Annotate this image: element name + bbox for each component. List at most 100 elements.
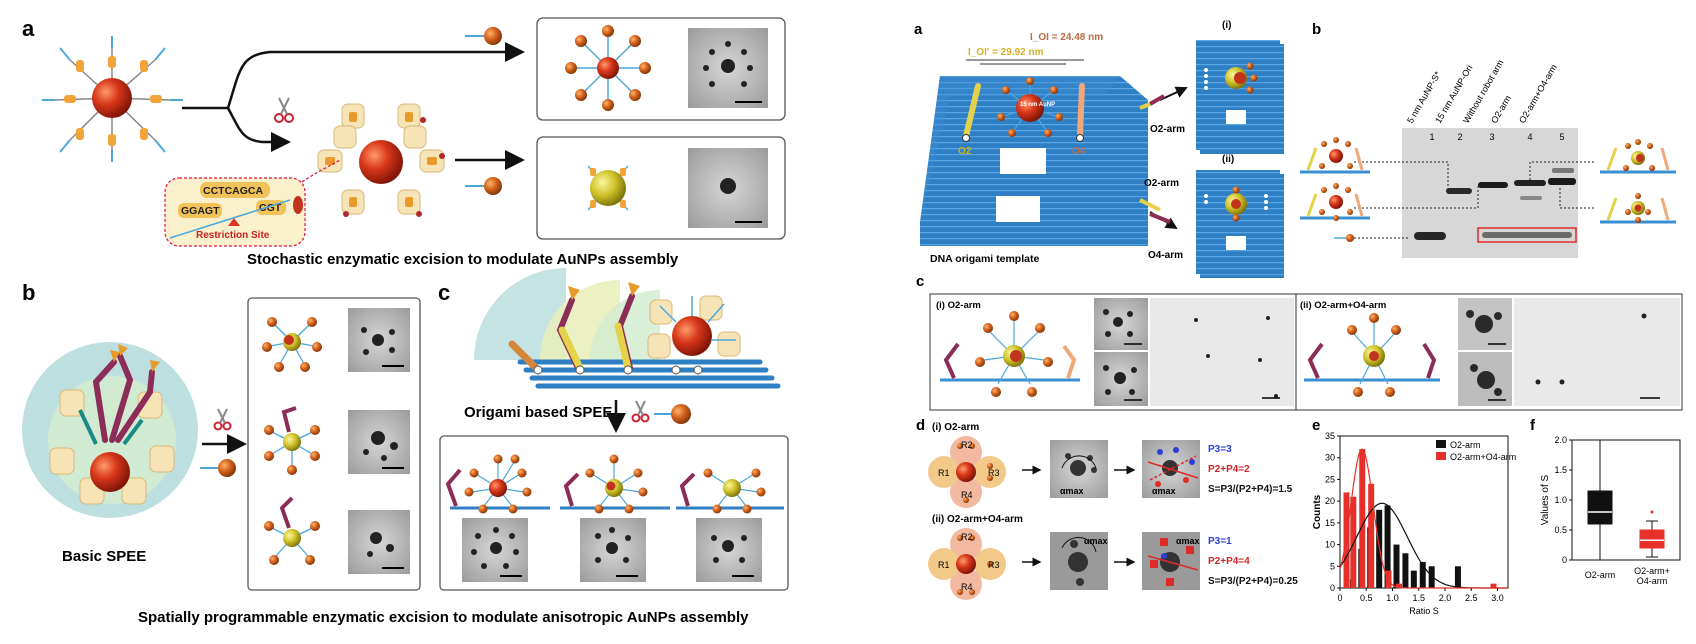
lane-num-1: 1 xyxy=(1429,132,1434,142)
amax-label-ii1: αmax xyxy=(1084,536,1108,546)
y-tick-label: 5 xyxy=(1330,561,1335,571)
region-diagram-i: R1 R2 R3 R4 xyxy=(928,436,1006,508)
amax-label-ii2: αmax xyxy=(1176,536,1200,546)
amax-label-i1: αmax xyxy=(1060,486,1084,496)
right-panel-e-letter: e xyxy=(1312,417,1320,434)
origami-spee-results-box xyxy=(439,435,789,591)
box xyxy=(1587,490,1613,525)
histogram-bar xyxy=(1454,566,1461,588)
p24-ii: P2+P4=4 xyxy=(1208,556,1250,567)
panel-c-i-label: (i) O2-arm xyxy=(936,300,981,311)
restriction-site-inset: CCTCAGCA GGAGT CGT Restriction Site xyxy=(164,177,306,247)
y-tick-label: 1.0 xyxy=(1554,495,1567,505)
y-tick-label: 1.5 xyxy=(1554,465,1567,475)
left-figure: a xyxy=(22,16,789,626)
sequence-left: GGAGT xyxy=(181,205,220,217)
basic-spee-label: Basic SPEE xyxy=(62,548,146,565)
r1-label-ii: R1 xyxy=(938,560,950,570)
released-np-a xyxy=(465,27,502,45)
panel-a-caption: Stochastic enzymatic excision to modulat… xyxy=(247,251,679,268)
y-axis-label: Values of S xyxy=(1540,474,1551,525)
r2-label-ii: R2 xyxy=(961,532,973,542)
y-tick-label: 25 xyxy=(1325,474,1335,484)
outlier-point xyxy=(1650,510,1654,514)
panel-d-ii-label: (ii) O2-arm+O4-arm xyxy=(932,514,1023,525)
histogram-bar xyxy=(1396,583,1402,588)
r4-label-i: R4 xyxy=(961,490,973,500)
scissors-icon-c xyxy=(631,400,650,423)
x-tick-label: 3.0 xyxy=(1491,593,1504,603)
y-tick-label: 10 xyxy=(1325,540,1335,550)
gel-left-schematics xyxy=(1300,137,1370,242)
histogram-bar xyxy=(1384,505,1391,588)
gel-lane-labels: 5 nm AuNP-S* 15 nm AuNP-Ori Without robo… xyxy=(1405,58,1559,125)
central-nanoparticle-a xyxy=(42,36,183,162)
scissors-icon-b xyxy=(213,408,232,431)
category-label: O2-arm xyxy=(1585,570,1616,580)
amax-label-i2: αmax xyxy=(1152,486,1176,496)
x-tick-label: 0 xyxy=(1337,593,1342,603)
right-figure: a 15 nm AuNP I_OI = 24.48 nm I_OI' = 29.… xyxy=(914,20,1683,616)
right-panel-d-letter: d xyxy=(916,417,925,434)
ioi-label: I_OI = 24.48 nm xyxy=(1030,32,1103,43)
y-tick-label: 2.0 xyxy=(1554,435,1567,445)
released-np-a2 xyxy=(465,177,502,195)
r3-label-ii: R3 xyxy=(988,560,1000,570)
p3-ii: P3=1 xyxy=(1208,536,1232,547)
result-box-top xyxy=(536,17,786,121)
np-label: 15 nm AuNP xyxy=(1020,102,1055,108)
right-panel-a-letter: a xyxy=(914,21,923,38)
r1-label-i: R1 xyxy=(938,468,950,478)
scissors-icon xyxy=(274,97,294,123)
basic-spee-diagram xyxy=(22,342,198,518)
y-tick-label: 0 xyxy=(1330,583,1335,593)
gel-image: 1 2 3 4 5 xyxy=(1402,128,1578,258)
arm-label-3: O4-arm xyxy=(1148,250,1183,261)
dna-origami-template: 15 nm AuNP I_OI = 24.48 nm I_OI' = 29.92… xyxy=(920,32,1148,246)
lane-label-5: O2-arm+O4-arm xyxy=(1517,63,1559,125)
histogram-bar xyxy=(1410,570,1417,588)
y-tick-label: 15 xyxy=(1325,518,1335,528)
histogram-bar xyxy=(1419,561,1426,588)
legend-swatch xyxy=(1436,440,1446,448)
box xyxy=(1639,529,1665,549)
enzyme-complex-a xyxy=(317,103,445,217)
x-tick-label: 2.5 xyxy=(1465,593,1478,603)
ioi2-label: I_OI' = 29.92 nm xyxy=(968,47,1044,58)
result-box-bottom xyxy=(536,136,786,240)
r2-label-i: R2 xyxy=(961,440,973,450)
basic-spee-results-box xyxy=(247,297,421,591)
o2-label: O2 xyxy=(958,146,972,157)
origami-spee-label: Origami based SPEE xyxy=(464,404,612,421)
y-tick-label: 0 xyxy=(1562,555,1567,565)
r4-label-ii: R4 xyxy=(961,582,973,592)
arm-arrows: O2-arm O2-arm O4-arm xyxy=(1139,86,1188,261)
histogram-bar xyxy=(1490,583,1497,588)
legend-label: O2-arm+O4-arm xyxy=(1450,452,1516,462)
tem-annotated-ii: αmax xyxy=(1142,532,1200,590)
category-label: O2-arm+ xyxy=(1634,566,1670,576)
y-tick-label: 0.5 xyxy=(1554,525,1567,535)
tem-crop-i: αmax xyxy=(1050,440,1108,498)
p24-i: P2+P4=2 xyxy=(1208,464,1250,475)
o4-label: O4 xyxy=(1072,146,1086,157)
tile-ii-label: (ii) xyxy=(1222,154,1234,165)
fit-curve xyxy=(1339,448,1508,589)
histogram-bar xyxy=(1368,483,1375,588)
tem-annotated-i: αmax xyxy=(1142,440,1200,498)
histogram-bar xyxy=(1359,449,1366,588)
panel-d-i-label: (i) O2-arm xyxy=(932,422,979,433)
lane-num-2: 2 xyxy=(1457,132,1462,142)
gel-annotations xyxy=(1354,161,1594,239)
x-axis-label: Ratio S xyxy=(1409,606,1439,616)
tile-i: (i) xyxy=(1196,20,1284,154)
lane-label-4: O2-arm xyxy=(1489,94,1513,125)
y-tick-label: 20 xyxy=(1325,496,1335,506)
sequence-top: CCTCAGCA xyxy=(203,185,263,197)
s-ii: S=P3/(P2+P4)=0.25 xyxy=(1208,576,1298,587)
arm-label-1: O2-arm xyxy=(1150,124,1185,135)
x-tick-label: 1.5 xyxy=(1412,593,1425,603)
panel-a-letter: a xyxy=(22,16,35,41)
